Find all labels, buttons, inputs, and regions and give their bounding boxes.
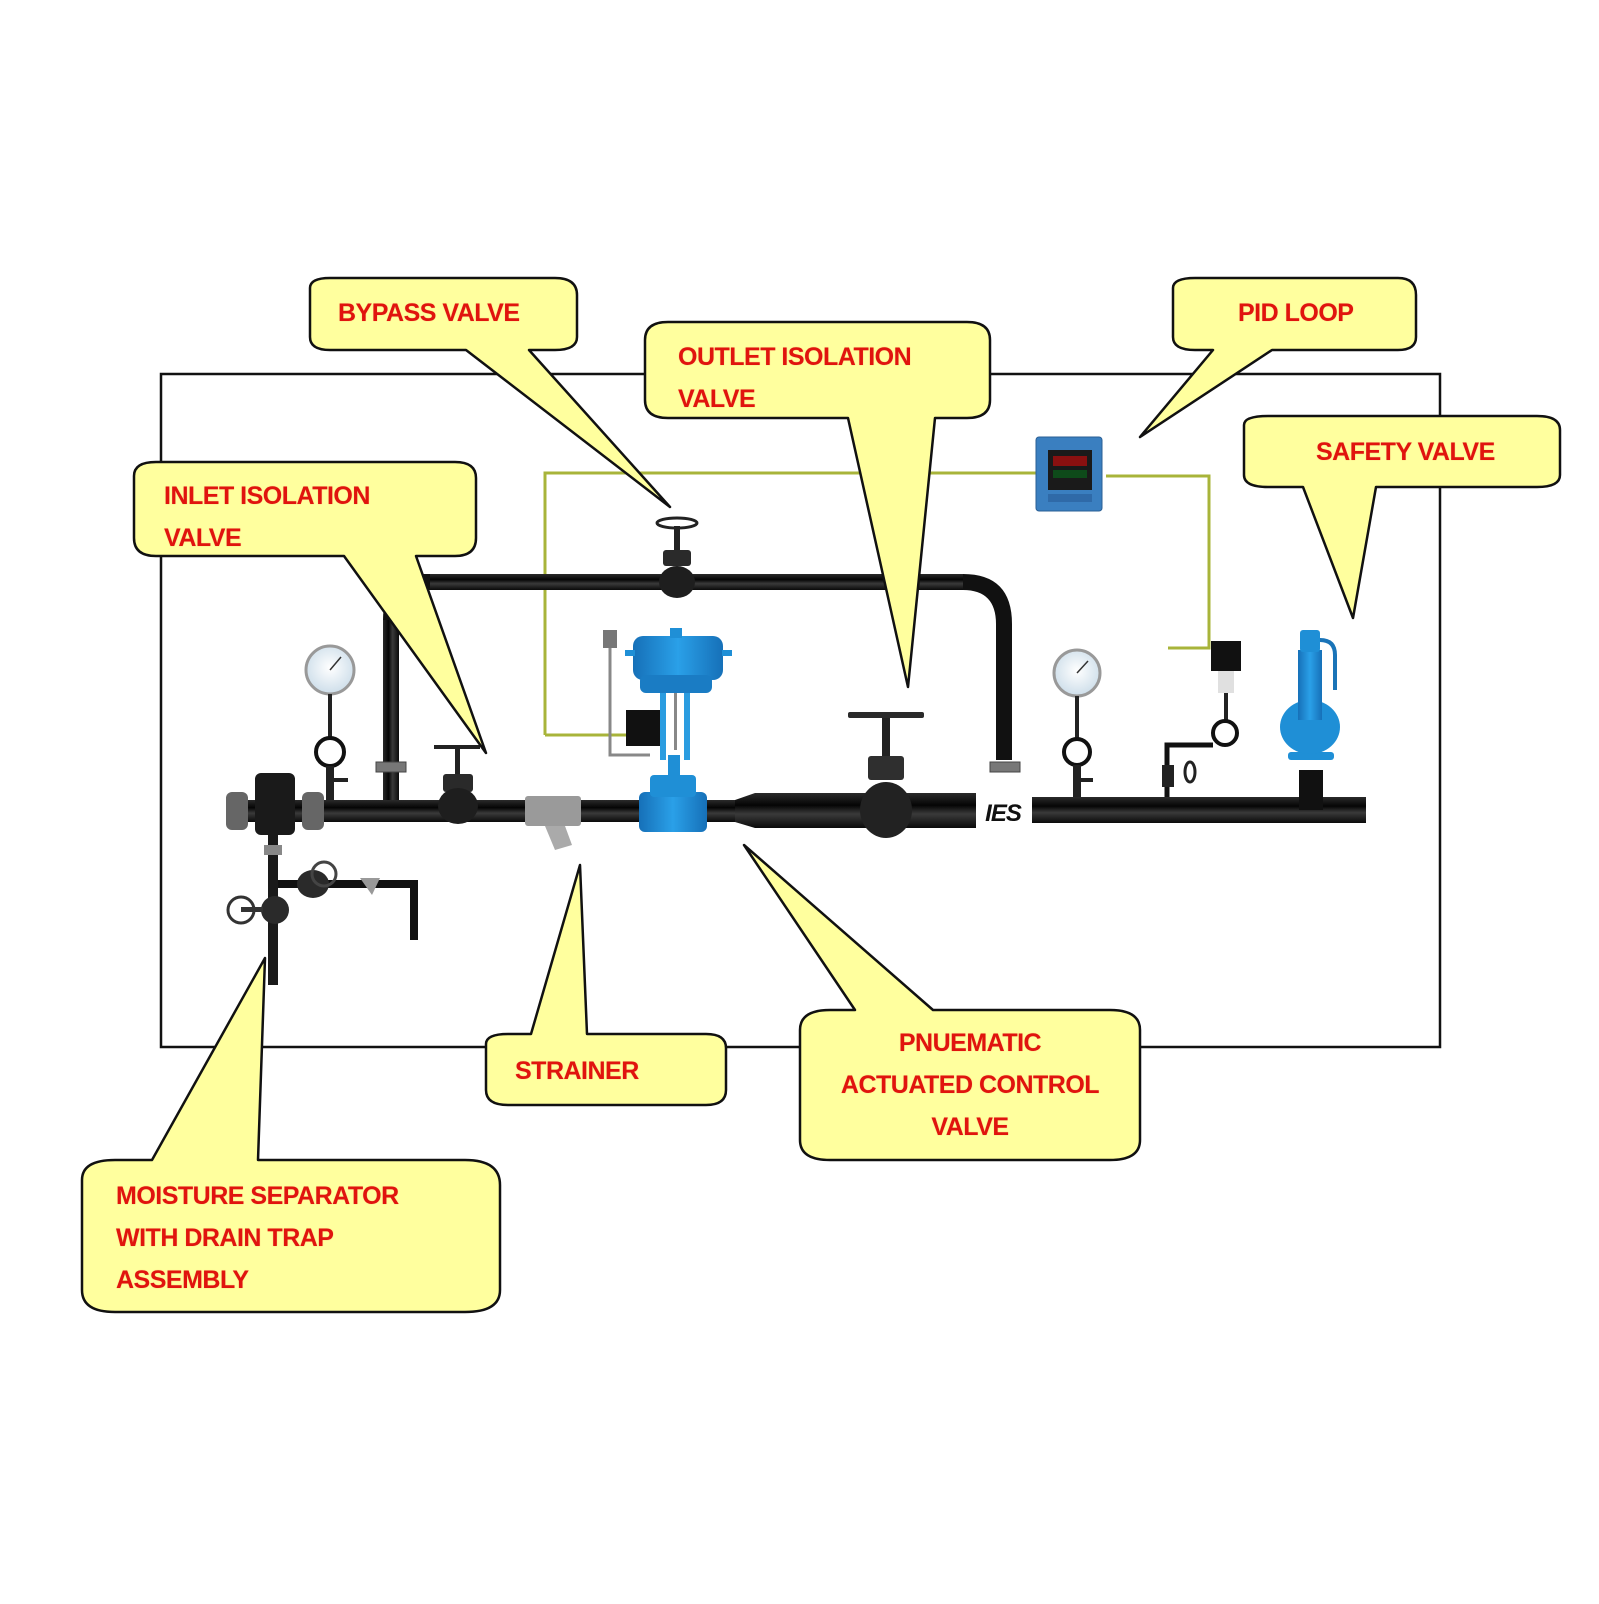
strainer [525, 796, 581, 850]
pneumatic-control-valve [603, 628, 732, 832]
inlet-pressure-gauge [304, 644, 356, 800]
callout-bubble-pneumatic [742, 843, 1142, 1162]
moisture-separator [226, 773, 418, 985]
inlet-isolation-valve [434, 745, 480, 824]
callout-line: STRAINER [515, 1057, 639, 1085]
callout-bubble-safety [1242, 414, 1562, 620]
callout-line: OUTLET ISOLATION [678, 343, 912, 371]
bypass-valve [655, 516, 699, 598]
callout-line: BYPASS VALVE [338, 299, 520, 327]
callout-bypass-valve: BYPASS VALVE [338, 292, 520, 334]
callout-bubble-bypass [308, 276, 672, 509]
callout-line: VALVE [931, 1113, 1009, 1141]
callout-line: PID LOOP [1238, 299, 1354, 327]
safety-valve [1280, 630, 1340, 810]
callout-bubble-pid [1138, 276, 1418, 439]
callout-bubble-strainer [484, 863, 728, 1107]
callout-line: INLET ISOLATION [164, 482, 370, 510]
outlet-pressure-gauge [1052, 648, 1102, 797]
callout-bubble-outlet [643, 320, 992, 689]
callout-safety-valve: SAFETY VALVE [1316, 431, 1495, 473]
outlet-isolation-valve [848, 712, 924, 838]
callout-pid-loop: PID LOOP [1238, 292, 1354, 334]
callout-line: WITH DRAIN TRAP [116, 1224, 334, 1252]
callout-bubbles [80, 276, 1562, 1314]
callout-outlet-isolation-valve: OUTLET ISOLATION VALVE [678, 336, 912, 420]
callout-pneumatic-control-valve: PNUEMATIC ACTUATED CONTROL VALVE [820, 1022, 1120, 1148]
callout-bubble-inlet [132, 460, 488, 755]
callout-line: VALVE [164, 524, 242, 552]
callout-strainer: STRAINER [515, 1050, 639, 1092]
callout-moisture-separator: MOISTURE SEPARATOR WITH DRAIN TRAP ASSEM… [116, 1175, 399, 1301]
callout-line: VALVE [678, 385, 756, 413]
callout-line: MOISTURE SEPARATOR [116, 1182, 399, 1210]
callout-line: SAFETY VALVE [1316, 438, 1495, 466]
callout-inlet-isolation-valve: INLET ISOLATION VALVE [164, 475, 370, 559]
pressure-transmitter [1162, 641, 1241, 797]
callout-bubble-moisture [80, 956, 502, 1314]
callout-line: ACTUATED CONTROL [840, 1071, 1100, 1099]
main-pipe [230, 793, 1366, 828]
callout-line: PNUEMATIC [898, 1029, 1042, 1057]
pid-controller [1035, 436, 1103, 512]
ies-watermark: IES [976, 792, 1030, 836]
callout-line: ASSEMBLY [116, 1266, 249, 1294]
